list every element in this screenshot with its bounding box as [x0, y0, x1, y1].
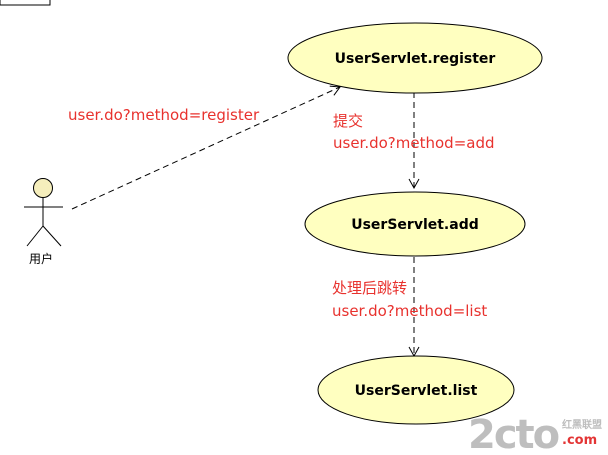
arrow-actor-to-register	[71, 85, 341, 210]
actor-label: 用户	[29, 251, 53, 266]
actor-right-leg	[42, 225, 62, 247]
usecase-list-shape	[317, 355, 515, 425]
usecase-add-shape	[304, 191, 526, 257]
frame-fragment	[0, 0, 51, 6]
usecase-list[interactable]: UserServlet.list	[317, 355, 515, 425]
usecase-register[interactable]: UserServlet.register	[287, 22, 543, 94]
watermark-main-text: 2cto	[468, 412, 559, 455]
watermark-logo: 2cto 红黑联盟 .com	[468, 412, 602, 455]
watermark-brand-text: 红黑联盟	[562, 418, 602, 431]
usecase-add-label: UserServlet.add	[351, 217, 479, 233]
watermark-dotcom-text: .com	[562, 433, 597, 448]
actor-head	[33, 178, 53, 198]
message-add-to-list-line2: user.do?method=list	[332, 302, 487, 320]
usecase-list-label: UserServlet.list	[355, 383, 478, 399]
message-register-to-add-line2: user.do?method=add	[333, 134, 495, 152]
actor-user[interactable]: 用户	[24, 178, 63, 267]
message-add-to-list-line1: 处理后跳转	[332, 279, 407, 297]
usecase-register-label: UserServlet.register	[335, 51, 496, 67]
message-register-to-add-line1: 提交	[333, 112, 363, 130]
usecase-register-shape	[287, 22, 543, 94]
usecase-add[interactable]: UserServlet.add	[304, 191, 526, 257]
actor-left-leg	[26, 225, 44, 247]
message-actor-to-register: user.do?method=register	[68, 106, 260, 124]
